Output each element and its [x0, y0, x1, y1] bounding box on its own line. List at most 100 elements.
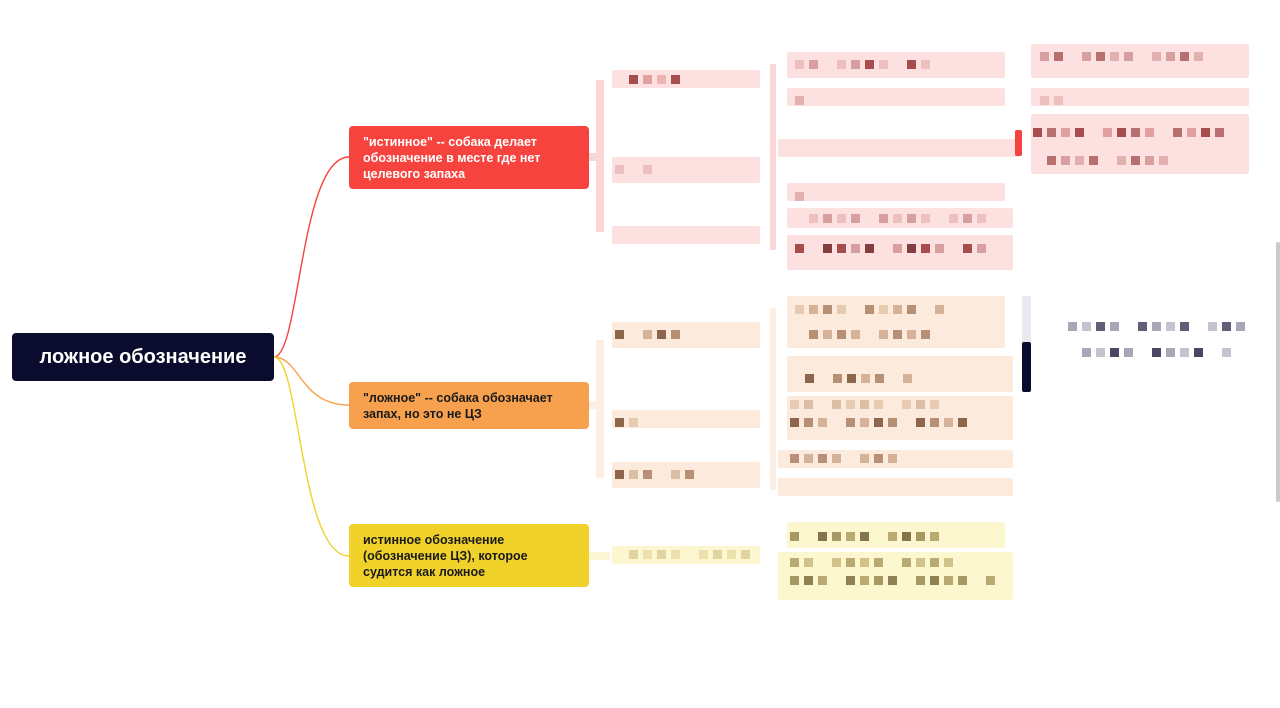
- blur-pixel: [986, 576, 995, 585]
- branch-node-true-judged-false[interactable]: истинное обозначение (обозначение ЦЗ), к…: [349, 524, 589, 587]
- blurred-node[interactable]: [778, 139, 1018, 157]
- blur-pixel: [963, 214, 972, 223]
- blur-pixel: [809, 330, 818, 339]
- connector-root-branch-2: [273, 356, 350, 406]
- blurred-node[interactable]: [1015, 130, 1022, 156]
- blurred-node[interactable]: [787, 296, 1005, 348]
- blur-pixel: [935, 305, 944, 314]
- blur-pixel: [741, 550, 750, 559]
- blur-pixel: [671, 470, 680, 479]
- blur-pixel: [1089, 156, 1098, 165]
- blur-pixel: [1173, 128, 1182, 137]
- connector-root-branch-3: [273, 356, 350, 557]
- blurred-node[interactable]: [787, 183, 1005, 201]
- blur-pixel: [846, 532, 855, 541]
- blur-pixel: [846, 400, 855, 409]
- blur-pixel: [846, 418, 855, 427]
- branch-node-true-false[interactable]: "истинное" -- собака делает обозначение …: [349, 126, 589, 189]
- blur-pixel: [1082, 322, 1091, 331]
- blur-pixel: [902, 400, 911, 409]
- blurred-node[interactable]: [612, 157, 760, 183]
- blur-pixel: [671, 330, 680, 339]
- blur-pixel: [832, 454, 841, 463]
- blur-pixel: [860, 576, 869, 585]
- blurred-node[interactable]: [778, 478, 1013, 496]
- blur-pixel: [833, 374, 842, 383]
- branch-node-false-scent[interactable]: "ложное" -- собака обозначает запах, но …: [349, 382, 589, 429]
- blurred-node[interactable]: [787, 88, 1005, 106]
- blurred-node[interactable]: [1031, 114, 1249, 174]
- blur-pixel: [888, 532, 897, 541]
- blur-pixel: [893, 244, 902, 253]
- blur-pixel: [1166, 322, 1175, 331]
- blur-pixel: [657, 75, 666, 84]
- blur-pixel: [832, 558, 841, 567]
- blur-pixel: [1082, 348, 1091, 357]
- blur-pixel: [643, 550, 652, 559]
- blur-pixel: [795, 192, 804, 201]
- blur-pixel: [1138, 322, 1147, 331]
- blurred-node[interactable]: [1022, 342, 1031, 392]
- blur-pixel: [888, 576, 897, 585]
- blur-pixel: [977, 244, 986, 253]
- blur-pixel: [860, 454, 869, 463]
- root-node[interactable]: ложное обозначение: [12, 333, 274, 381]
- blur-pixel: [903, 374, 912, 383]
- blur-pixel: [851, 244, 860, 253]
- vertical-scrollbar[interactable]: [1276, 242, 1280, 502]
- blur-pixel: [907, 214, 916, 223]
- blur-pixel: [823, 305, 832, 314]
- blur-pixel: [930, 400, 939, 409]
- blur-pixel: [879, 305, 888, 314]
- connector-branch-2-children: [589, 340, 604, 478]
- blurred-node[interactable]: [612, 226, 760, 244]
- blur-pixel: [902, 558, 911, 567]
- blur-pixel: [629, 550, 638, 559]
- blur-pixel: [1040, 52, 1049, 61]
- blur-pixel: [643, 75, 652, 84]
- blur-pixel: [921, 244, 930, 253]
- blur-pixel: [851, 330, 860, 339]
- blurred-node[interactable]: [787, 52, 1005, 78]
- blur-pixel: [1047, 156, 1056, 165]
- blurred-node[interactable]: [787, 356, 1013, 392]
- blur-pixel: [921, 60, 930, 69]
- blur-pixel: [907, 305, 916, 314]
- blur-pixel: [930, 576, 939, 585]
- blurred-node[interactable]: [612, 322, 760, 348]
- blur-pixel: [1159, 156, 1168, 165]
- blur-pixel: [837, 305, 846, 314]
- blur-pixel: [1194, 348, 1203, 357]
- blur-pixel: [847, 374, 856, 383]
- blur-pixel: [1194, 52, 1203, 61]
- blur-pixel: [907, 330, 916, 339]
- blur-pixel: [930, 558, 939, 567]
- blur-pixel: [1110, 52, 1119, 61]
- blur-pixel: [805, 374, 814, 383]
- blur-pixel: [1075, 128, 1084, 137]
- blur-pixel: [916, 558, 925, 567]
- blur-pixel: [809, 214, 818, 223]
- blur-pixel: [818, 532, 827, 541]
- blur-pixel: [1075, 156, 1084, 165]
- blurred-node[interactable]: [1031, 88, 1249, 106]
- blur-pixel: [804, 418, 813, 427]
- blur-pixel: [1040, 96, 1049, 105]
- blur-pixel: [823, 330, 832, 339]
- blur-pixel: [1152, 322, 1161, 331]
- blur-pixel: [832, 532, 841, 541]
- blur-pixel: [1180, 52, 1189, 61]
- blur-pixel: [846, 576, 855, 585]
- blur-pixel: [823, 214, 832, 223]
- blur-pixel: [1145, 156, 1154, 165]
- blurred-node[interactable]: [1031, 44, 1249, 78]
- blurred-node[interactable]: [612, 410, 760, 428]
- blur-pixel: [790, 454, 799, 463]
- blur-pixel: [818, 454, 827, 463]
- blur-pixel: [874, 576, 883, 585]
- blur-pixel: [832, 400, 841, 409]
- blur-pixel: [790, 400, 799, 409]
- blur-pixel: [977, 214, 986, 223]
- blur-pixel: [1110, 348, 1119, 357]
